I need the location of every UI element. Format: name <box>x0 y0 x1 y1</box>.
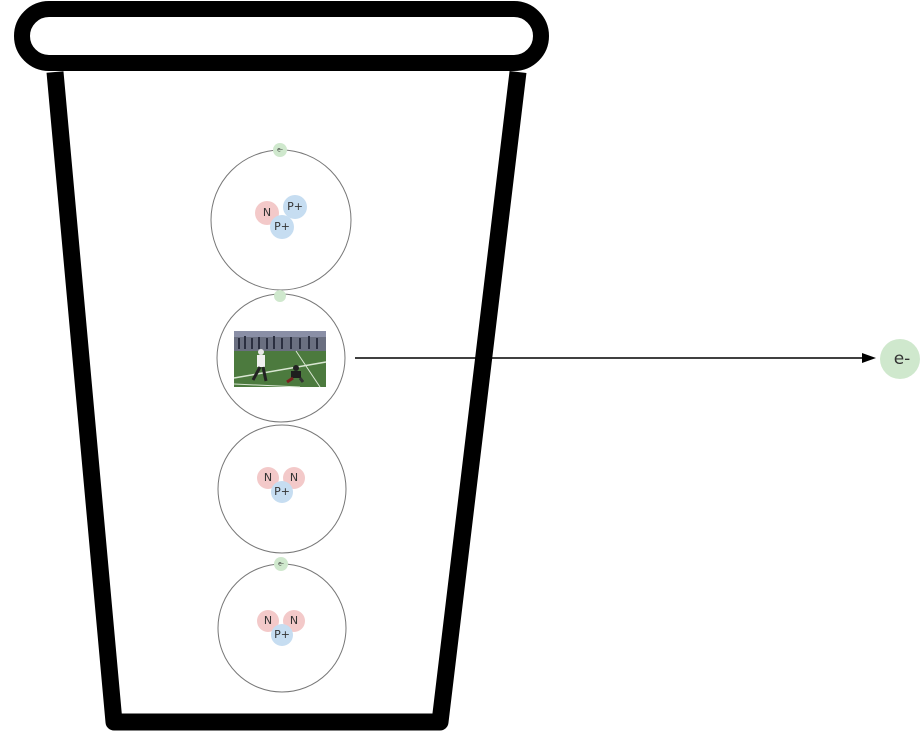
neutron-label: N <box>264 471 272 484</box>
arrow-right-icon <box>355 353 876 363</box>
proton-label: P+ <box>274 628 290 641</box>
neutron <box>255 201 279 225</box>
ejected-electron: e- <box>880 339 920 379</box>
cup-body <box>46 70 527 731</box>
atom-2 <box>216 290 346 423</box>
neutron-label: N <box>263 206 271 219</box>
orbit <box>217 424 347 554</box>
electron-label: e- <box>277 147 283 154</box>
neutron-label: N <box>264 614 272 627</box>
proton <box>283 195 307 219</box>
proton-label: P+ <box>274 220 290 233</box>
electron <box>274 557 288 571</box>
atom-1: N P+ P+ e- <box>210 143 352 291</box>
atom-4: N N P+ e- <box>217 557 347 693</box>
cup-icon <box>14 1 549 731</box>
proton-label: P+ <box>274 485 290 498</box>
atom-3: N N P+ <box>217 424 347 554</box>
proton <box>270 215 294 239</box>
electron <box>273 143 287 157</box>
cup-lid <box>14 1 549 71</box>
electron-partial <box>274 290 286 302</box>
neutron <box>257 467 279 489</box>
electron-label: e- <box>278 561 284 568</box>
neutron-label: N <box>290 471 298 484</box>
proton <box>271 624 293 646</box>
proton-label: P+ <box>287 200 303 213</box>
ejected-electron-label: e- <box>894 349 911 369</box>
neutron <box>257 610 279 632</box>
proton <box>271 481 293 503</box>
neutron-label: N <box>290 614 298 627</box>
football-kicker-photo <box>233 331 327 388</box>
